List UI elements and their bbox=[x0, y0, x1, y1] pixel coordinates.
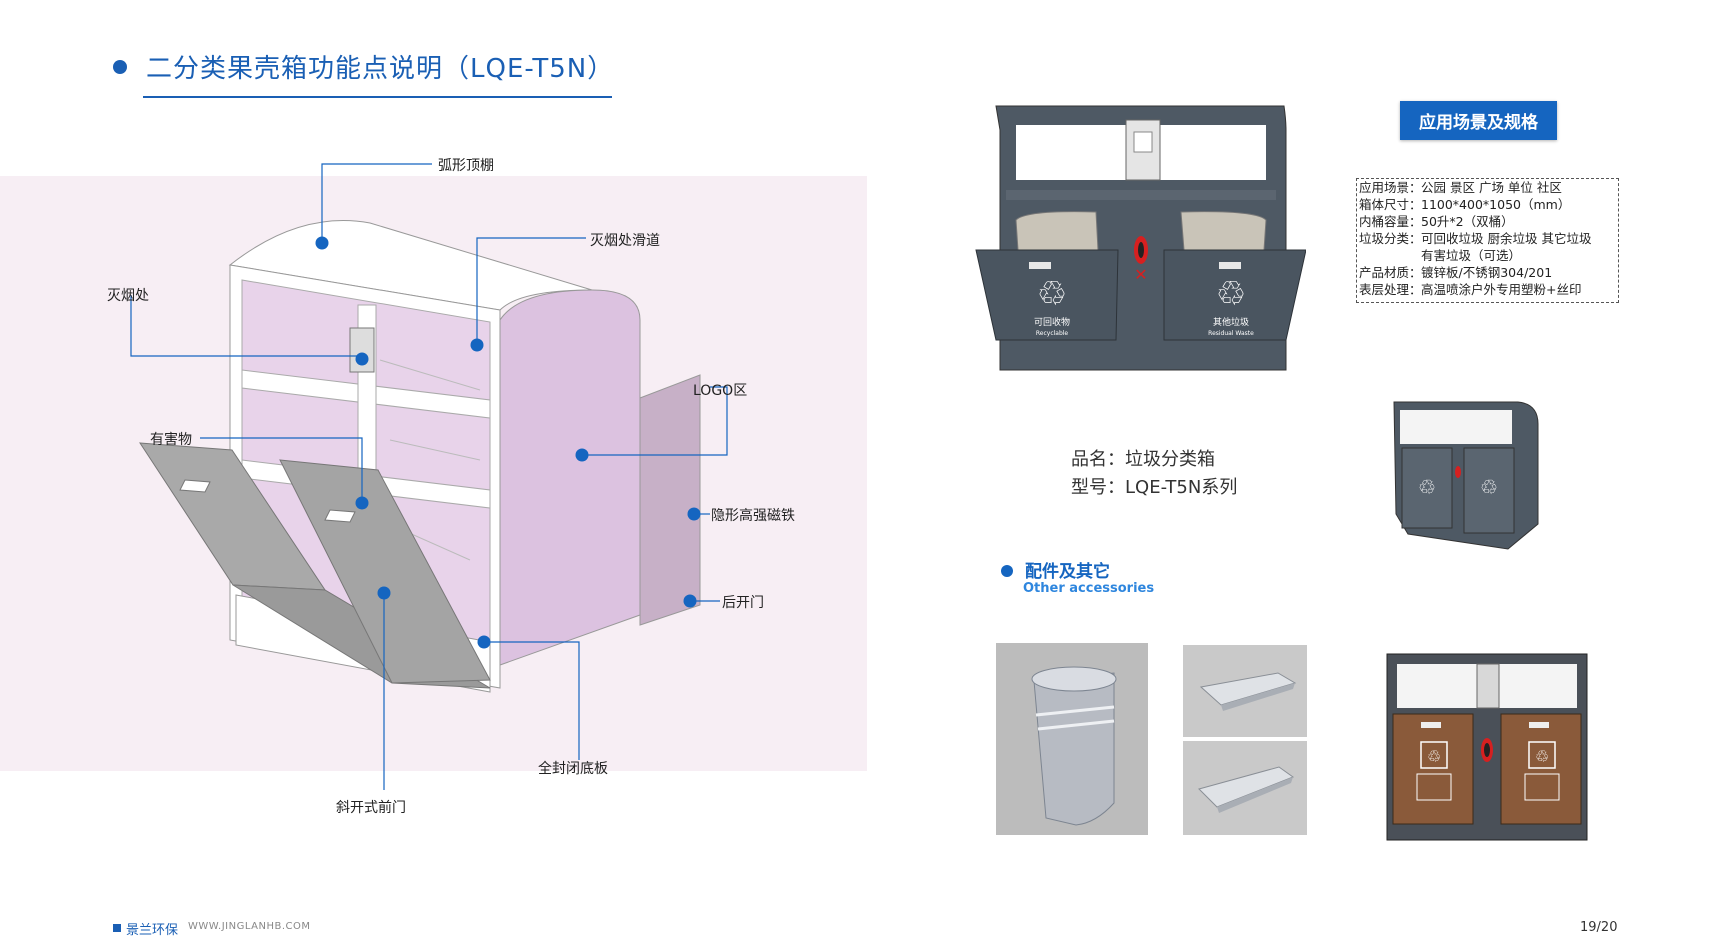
spec-value: 有害垃圾（可选） bbox=[1421, 248, 1522, 263]
recycle-icon-small-right: ♲ bbox=[1480, 475, 1498, 499]
spec-value: 可回收垃圾 厨余垃圾 其它垃圾 bbox=[1421, 231, 1592, 246]
footer-brand-mark bbox=[113, 924, 121, 932]
spec-row: 箱体尺寸：1100*400*1050（mm） bbox=[1359, 196, 1616, 213]
bin-structure-diagram bbox=[130, 163, 728, 790]
spec-key: 产品材质： bbox=[1359, 265, 1422, 280]
label-front-door: 斜开式前门 bbox=[336, 800, 406, 816]
label-logo-area: LOGO区 bbox=[693, 383, 748, 399]
product-name: 品名：垃圾分类箱 bbox=[1071, 449, 1215, 470]
dot-ash-chute bbox=[470, 338, 484, 352]
dot-ash-point bbox=[355, 352, 369, 366]
accessories-bullet bbox=[1001, 565, 1013, 577]
ash-cross-icon: ✕ bbox=[1134, 265, 1147, 284]
product-bin-left-en: Recyclable bbox=[1036, 330, 1069, 337]
page-number: 19/20 bbox=[1580, 920, 1618, 935]
spec-value: 高温喷涂户外专用塑粉+丝印 bbox=[1421, 282, 1582, 297]
label-magnet: 隐形高强磁铁 bbox=[711, 508, 795, 524]
accessory-tray-photo-1 bbox=[1183, 645, 1307, 737]
page-title: 二分类果壳箱功能点说明（LQE-T5N） bbox=[146, 54, 615, 84]
dot-arc-canopy bbox=[315, 236, 329, 250]
recycle-icon-small-left: ♲ bbox=[1418, 475, 1436, 499]
label-ash-chute: 灭烟处滑道 bbox=[590, 233, 660, 249]
spec-value: 1100*400*1050（mm） bbox=[1421, 197, 1571, 212]
title-underline bbox=[143, 96, 612, 98]
spec-row: 垃圾分类：可回收垃圾 厨余垃圾 其它垃圾 bbox=[1359, 230, 1616, 247]
rear-door-panel bbox=[639, 374, 701, 626]
spec-box: 应用场景：公园 景区 广场 单位 社区 箱体尺寸：1100*400*1050（m… bbox=[1356, 178, 1619, 303]
product-bin-left-label: 可回收物 bbox=[1034, 316, 1070, 328]
spec-value: 50升*2（双桶） bbox=[1421, 214, 1514, 229]
dot-front-door bbox=[377, 586, 391, 600]
dot-sealed-bottom bbox=[477, 635, 491, 649]
label-arc-canopy: 弧形顶棚 bbox=[438, 158, 494, 174]
spec-value: 镀锌板/不锈钢304/201 bbox=[1421, 265, 1553, 280]
spec-row: 产品材质：镀锌板/不锈钢304/201 bbox=[1359, 264, 1616, 281]
scenario-spec-button[interactable]: 应用场景及规格 bbox=[1400, 101, 1557, 140]
product-door-left bbox=[975, 249, 1119, 341]
product-photo-angle: ♲ ♲ bbox=[1393, 401, 1539, 550]
dot-logo-area bbox=[575, 448, 589, 462]
product-bin-right-en: Residual Waste bbox=[1208, 330, 1254, 337]
label-sealed-bottom: 全封闭底板 bbox=[538, 761, 608, 777]
spec-key: 垃圾分类： bbox=[1359, 231, 1422, 246]
spec-row: 表层处理：高温喷涂户外专用塑粉+丝印 bbox=[1359, 281, 1616, 298]
accessories-subtitle: Other accessories bbox=[1023, 581, 1155, 596]
recycle-icon-brown-left: ♲ bbox=[1427, 747, 1441, 766]
dot-rear-door bbox=[683, 594, 697, 608]
product-bin-right-label: 其他垃圾 bbox=[1213, 316, 1249, 328]
recycle-icon-right: ♲ bbox=[1216, 274, 1246, 314]
spec-key: 箱体尺寸： bbox=[1359, 197, 1422, 212]
spec-row: 内桶容量：50升*2（双桶） bbox=[1359, 213, 1616, 230]
spec-value: 公园 景区 广场 单位 社区 bbox=[1421, 180, 1562, 195]
dot-magnet bbox=[687, 507, 701, 521]
product-door-right bbox=[1163, 249, 1306, 341]
product-info: 品名：垃圾分类箱 型号：LQE-T5N系列 bbox=[1071, 446, 1237, 502]
accessories-title: 配件及其它 bbox=[1025, 562, 1110, 582]
right-side-panel bbox=[499, 289, 641, 666]
spec-key: 内桶容量： bbox=[1359, 214, 1422, 229]
dot-hazardous bbox=[355, 496, 369, 510]
label-hazardous: 有害物 bbox=[150, 432, 192, 448]
recycle-icon-left: ♲ bbox=[1037, 274, 1067, 314]
product-photo-brown: ♲ ♲ bbox=[1386, 653, 1588, 841]
spec-key: 表层处理： bbox=[1359, 282, 1422, 297]
title-bullet bbox=[113, 60, 127, 74]
product-model: 型号：LQE-T5N系列 bbox=[1071, 477, 1238, 498]
spec-key: 应用场景： bbox=[1359, 180, 1422, 195]
label-rear-door: 后开门 bbox=[722, 595, 764, 611]
footer-url[interactable]: WWW.JINGLANHB.COM bbox=[188, 921, 311, 932]
spec-row: 应用场景：公园 景区 广场 单位 社区 bbox=[1359, 179, 1616, 196]
accessory-bucket-photo bbox=[996, 643, 1148, 835]
spec-key bbox=[1359, 247, 1421, 264]
accessory-tray-photo-2 bbox=[1183, 741, 1307, 835]
footer-brand: 景兰环保 bbox=[126, 923, 179, 938]
spec-row: 有害垃圾（可选） bbox=[1359, 247, 1616, 264]
label-ash-point: 灭烟处 bbox=[107, 288, 149, 304]
recycle-icon-brown-right: ♲ bbox=[1535, 747, 1549, 766]
product-photo-main: ♲ ♲ 可回收物 其他垃圾 Recyclable Residual Waste … bbox=[975, 105, 1306, 371]
